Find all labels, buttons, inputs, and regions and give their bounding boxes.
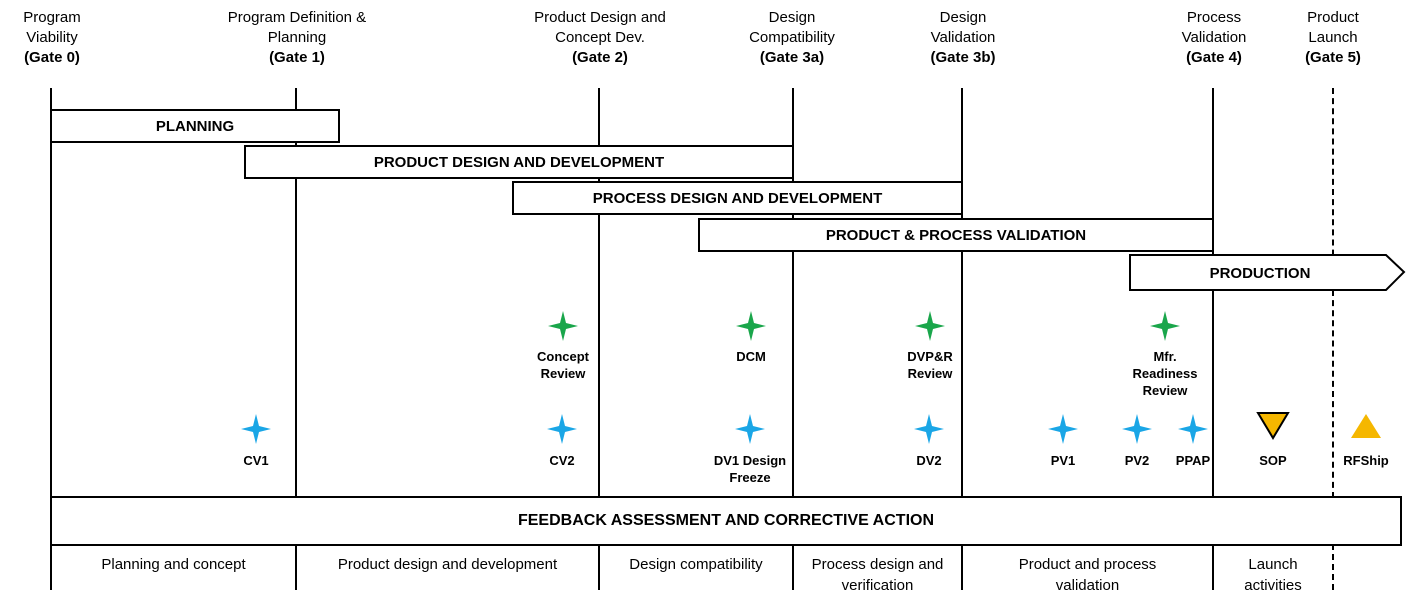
gate-name: Program Viability bbox=[23, 9, 81, 46]
review-label: DCM bbox=[736, 349, 766, 364]
milestone-label: PV2 bbox=[1124, 453, 1150, 468]
review-star-icon bbox=[915, 311, 945, 341]
planning-bar: PLANNING bbox=[50, 109, 340, 143]
phase-label: Design compatibility bbox=[629, 556, 763, 573]
gate-4: Process Validation (Gate 4) bbox=[1129, 8, 1299, 68]
phase-label: Product and process validation bbox=[1018, 556, 1157, 594]
gate-id: (Gate 2) bbox=[572, 49, 628, 66]
bar-label: FEEDBACK ASSESSMENT AND CORRECTIVE ACTIO… bbox=[517, 512, 935, 529]
milestone-star-icon bbox=[1178, 414, 1208, 444]
milestone-label: CV2 bbox=[549, 453, 575, 468]
gate-line bbox=[295, 88, 297, 498]
milestone-label: SOP bbox=[1259, 453, 1287, 468]
review-label: Mfr. Readiness Review bbox=[1132, 349, 1198, 398]
review-star-icon bbox=[548, 311, 578, 341]
product-design-bar: PRODUCT DESIGN AND DEVELOPMENT bbox=[244, 145, 794, 179]
review-star-icon bbox=[736, 311, 766, 341]
gate-0: Program Viability (Gate 0) bbox=[0, 8, 137, 68]
production-label: PRODUCTION bbox=[1210, 265, 1311, 282]
milestone-star-icon bbox=[241, 414, 271, 444]
gate-2: Product Design and Concept Dev. (Gate 2) bbox=[515, 8, 685, 68]
milestone-label: DV1 Design Freeze bbox=[713, 453, 787, 485]
gate-name: Design Compatibility bbox=[749, 9, 835, 46]
gate-id: (Gate 5) bbox=[1305, 49, 1361, 66]
phase-label: Process design and verification bbox=[811, 556, 944, 594]
milestone-star-icon bbox=[1122, 414, 1152, 444]
gate-line bbox=[1212, 88, 1214, 498]
review-star-icon bbox=[1150, 311, 1180, 341]
milestone-label: RFShip bbox=[1343, 453, 1389, 468]
milestone-star-icon bbox=[547, 414, 577, 444]
milestone-label: DV2 bbox=[916, 453, 942, 468]
phase-separator bbox=[295, 544, 297, 590]
gate-line bbox=[598, 88, 600, 498]
gate-1: Program Definition & Planning (Gate 1) bbox=[212, 8, 382, 68]
gate-line-dashed bbox=[1332, 88, 1334, 498]
phase-separator bbox=[792, 544, 794, 590]
phase-label: Product design and development bbox=[337, 556, 558, 573]
bar-label: PLANNING bbox=[155, 117, 235, 135]
gate-name: Design Validation bbox=[930, 9, 996, 46]
gate-line bbox=[961, 88, 963, 498]
review-label: DVP&R Review bbox=[907, 349, 953, 381]
milestone-star-icon bbox=[1048, 414, 1078, 444]
gate-id: (Gate 3a) bbox=[759, 49, 825, 66]
gate-name: Process Validation bbox=[1181, 9, 1247, 46]
milestone-star-icon bbox=[914, 414, 944, 444]
phase-separator bbox=[961, 544, 963, 590]
review-label: Concept Review bbox=[537, 349, 589, 381]
phase-separator-dashed bbox=[1332, 544, 1334, 590]
phase-separator bbox=[598, 544, 600, 590]
bar-label: PRODUCT DESIGN AND DEVELOPMENT bbox=[373, 153, 665, 171]
phase-separator bbox=[1212, 544, 1214, 590]
gate-name: Product Design and Concept Dev. bbox=[534, 9, 666, 46]
gate-3a: Design Compatibility (Gate 3a) bbox=[707, 8, 877, 68]
gate-id: (Gate 1) bbox=[269, 49, 325, 66]
milestone-label: PPAP bbox=[1175, 453, 1211, 468]
milestone-label: PV1 bbox=[1050, 453, 1076, 468]
gate-id: (Gate 3b) bbox=[930, 49, 996, 66]
bar-label: PROCESS DESIGN AND DEVELOPMENT bbox=[592, 189, 883, 207]
production-arrow: PRODUCTION bbox=[1129, 254, 1406, 291]
gate-line bbox=[50, 88, 52, 590]
phase-label: Planning and concept bbox=[101, 556, 246, 573]
gate-id: (Gate 0) bbox=[24, 49, 80, 66]
validation-bar: PRODUCT & PROCESS VALIDATION bbox=[698, 218, 1214, 252]
gate-5: Product Launch (Gate 5) bbox=[1248, 8, 1417, 68]
rfship-triangle-icon bbox=[1351, 414, 1381, 438]
process-design-bar: PROCESS DESIGN AND DEVELOPMENT bbox=[512, 181, 963, 215]
gate-line bbox=[792, 88, 794, 498]
sop-triangle-icon bbox=[1256, 412, 1290, 440]
phase-label: Launch activities bbox=[1244, 556, 1302, 594]
gate-id: (Gate 4) bbox=[1186, 49, 1242, 66]
milestone-label: CV1 bbox=[243, 453, 269, 468]
milestone-star-icon bbox=[735, 414, 765, 444]
gate-3b: Design Validation (Gate 3b) bbox=[878, 8, 1048, 68]
gate-name: Product Launch bbox=[1307, 9, 1359, 46]
gate-name: Program Definition & Planning bbox=[227, 9, 367, 46]
feedback-bar: FEEDBACK ASSESSMENT AND CORRECTIVE ACTIO… bbox=[50, 496, 1402, 546]
bar-label: PRODUCT & PROCESS VALIDATION bbox=[825, 226, 1087, 244]
